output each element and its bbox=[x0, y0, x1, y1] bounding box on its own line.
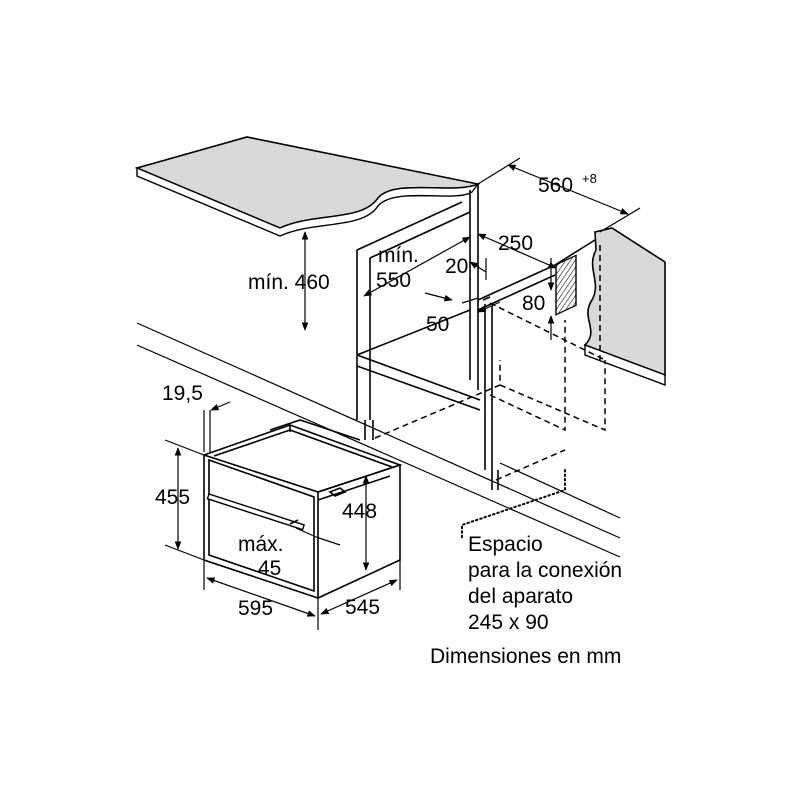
dim-19-5-label: 19,5 bbox=[162, 382, 203, 405]
connection-leader bbox=[461, 469, 566, 541]
dim-opening-50: 50 bbox=[424, 292, 501, 336]
appliance-dashed-outline bbox=[374, 245, 606, 481]
connection-note: Espacio para la conexión del aparato 245… bbox=[468, 533, 622, 634]
left-countertop bbox=[134, 136, 481, 237]
dim-opening-80: 80 bbox=[522, 258, 555, 340]
dim-oven-width: 595 bbox=[203, 560, 319, 630]
dim-45-line2: 45 bbox=[258, 557, 281, 580]
dim-niche-depth: mín. 550 bbox=[363, 236, 471, 297]
connection-note-line3: del aparato bbox=[468, 585, 573, 608]
dim-niche-width: 560 +8 bbox=[477, 157, 641, 233]
oven-handle bbox=[206, 493, 305, 531]
dim-460-label: mín. 460 bbox=[248, 271, 330, 294]
connection-note-line4: 245 x 90 bbox=[468, 611, 549, 634]
dim-oven-inner-height: 448 bbox=[342, 475, 377, 571]
dim-448-label: 448 bbox=[342, 500, 377, 523]
dim-550-line2: 550 bbox=[376, 269, 411, 292]
dim-550-line1: mín. bbox=[378, 244, 419, 267]
dim-545-label: 545 bbox=[345, 596, 380, 619]
dim-rear-offset: 20 bbox=[445, 255, 487, 280]
dim-250-label: 250 bbox=[498, 232, 533, 255]
units-note: Dimensiones en mm bbox=[430, 645, 621, 668]
dim-rear-gap: 250 bbox=[477, 232, 557, 269]
connection-note-line2: para la conexión bbox=[468, 559, 622, 582]
dim-panel-thickness: 19,5 bbox=[162, 382, 231, 452]
dim-50-label: 50 bbox=[426, 313, 449, 336]
connection-note-line1: Espacio bbox=[468, 533, 543, 556]
dim-oven-depth: 545 bbox=[320, 560, 401, 619]
dim-560-label: 560 bbox=[538, 174, 573, 197]
dim-cabinet-height: mín. 460 bbox=[248, 231, 330, 331]
dim-45-line1: máx. bbox=[238, 533, 284, 556]
niche-frame bbox=[477, 239, 596, 490]
dim-455-label: 455 bbox=[155, 486, 190, 509]
dim-20-label: 20 bbox=[445, 255, 468, 278]
dim-80-label: 80 bbox=[522, 292, 545, 315]
floor-lines bbox=[136, 322, 621, 558]
wall-connection-box bbox=[555, 254, 577, 316]
dim-595-label: 595 bbox=[238, 597, 273, 620]
dim-oven-height: 455 bbox=[155, 439, 205, 561]
right-countertop bbox=[583, 227, 666, 387]
dim-handle-max: máx. 45 bbox=[238, 527, 341, 580]
dim-560-sup: +8 bbox=[582, 171, 597, 186]
